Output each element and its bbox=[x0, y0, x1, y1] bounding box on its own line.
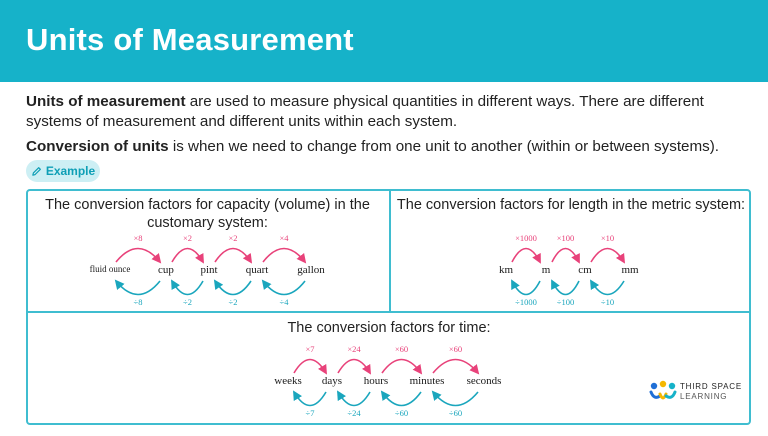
time-unit-weeks: weeks bbox=[274, 375, 302, 387]
capacity-divide-factor: ÷4 bbox=[279, 297, 289, 307]
conversion-text: is when we need to change from one unit … bbox=[168, 138, 720, 155]
capacity-multiply-factor: ×4 bbox=[279, 233, 289, 243]
time-multiply-factor: ×60 bbox=[394, 344, 409, 354]
time-unit-minutes: minutes bbox=[409, 375, 445, 387]
definition-term: Units of measurement bbox=[26, 93, 186, 110]
length-unit-cm: cm bbox=[578, 264, 592, 276]
time-unit-seconds: seconds bbox=[466, 375, 502, 387]
intro-text: Units of measurement are used to measure… bbox=[26, 92, 746, 157]
capacity-divide-factor: ÷8 bbox=[133, 297, 143, 307]
time-multiply-factor: ×60 bbox=[448, 344, 463, 354]
time-divide-factor: ÷60 bbox=[448, 408, 463, 418]
capacity-divide-factor: ÷2 bbox=[228, 297, 238, 307]
conversion-paragraph: Conversion of units is when we need to c… bbox=[26, 137, 746, 157]
logo-line-2: LEARNING bbox=[680, 392, 728, 401]
vertical-divider bbox=[389, 189, 391, 312]
pencil-icon bbox=[32, 166, 41, 176]
time-divide-factor: ÷7 bbox=[305, 408, 315, 418]
time-multiply-factor: ×24 bbox=[347, 344, 361, 354]
length-title: The conversion factors for length in the… bbox=[396, 197, 746, 213]
time-unit-days: days bbox=[321, 375, 343, 387]
conversion-term: Conversion of units bbox=[26, 138, 169, 155]
definition-text: are used to measure physical quantities … bbox=[26, 93, 704, 130]
header-banner: Units of Measurement bbox=[0, 0, 768, 82]
capacity-unit-quart: quart bbox=[245, 264, 269, 276]
time-divide-factor: ÷60 bbox=[394, 408, 409, 418]
time-unit-hours: hours bbox=[363, 375, 389, 387]
length-multiply-factor: ×10 bbox=[600, 233, 615, 243]
length-divide-factor: ÷1000 bbox=[515, 297, 537, 307]
example-badge: Example bbox=[26, 160, 100, 182]
time-title: The conversion factors for time: bbox=[287, 320, 491, 336]
time-multiply-factor: ×7 bbox=[305, 344, 315, 354]
length-unit-km: km bbox=[498, 264, 514, 276]
logo-wordmark: THIRD SPACE LEARNING bbox=[680, 382, 742, 402]
logo-line-1: THIRD SPACE bbox=[680, 382, 742, 391]
length-multiply-factor: ×1000 bbox=[515, 233, 537, 243]
third-space-logo-icon bbox=[648, 380, 678, 409]
time-divide-factor: ÷24 bbox=[347, 408, 361, 418]
length-unit-m: m bbox=[541, 264, 551, 276]
example-label: Example bbox=[45, 164, 96, 178]
capacity-unit-cup: cup bbox=[158, 264, 174, 276]
capacity-multiply-factor: ×2 bbox=[228, 233, 238, 243]
length-divide-factor: ÷10 bbox=[600, 297, 615, 307]
capacity-multiply-factor: ×8 bbox=[133, 233, 143, 243]
horizontal-divider bbox=[26, 311, 751, 313]
length-multiply-factor: ×100 bbox=[556, 233, 575, 243]
page-title: Units of Measurement bbox=[26, 22, 354, 57]
capacity-multiply-factor: ×2 bbox=[182, 233, 193, 243]
capacity-title: The conversion factors for capacity (vol… bbox=[45, 197, 370, 231]
capacity-unit-fluid-ounce: fluid ounce bbox=[89, 264, 131, 274]
length-divide-factor: ÷100 bbox=[556, 297, 575, 307]
length-unit-mm: mm bbox=[621, 264, 639, 276]
capacity-unit-gallon: gallon bbox=[297, 264, 325, 276]
definition-paragraph: Units of measurement are used to measure… bbox=[26, 92, 746, 132]
capacity-divide-factor: ÷2 bbox=[183, 297, 192, 307]
capacity-unit-pint: pint bbox=[200, 264, 218, 276]
examples-panel bbox=[26, 189, 751, 425]
